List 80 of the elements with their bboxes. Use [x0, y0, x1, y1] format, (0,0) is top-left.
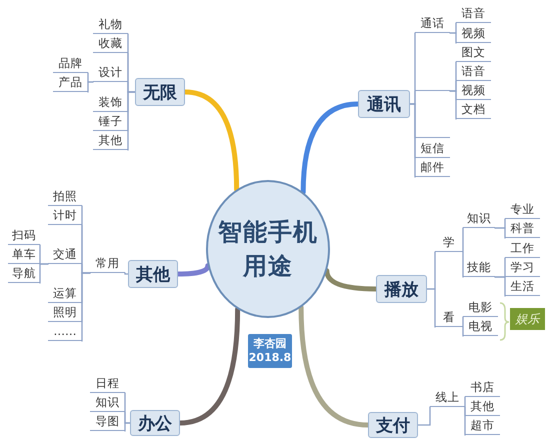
subtopic-label: 语音 [456, 63, 491, 81]
subtopic-label: 文档 [456, 101, 491, 119]
connector-line [462, 251, 464, 278]
author-badge [248, 334, 292, 368]
subtopic-label: 拍照 [48, 188, 82, 206]
branch-topic-box: 无限 [135, 78, 185, 106]
subtopic-label: 计时 [48, 207, 82, 225]
connector-line [462, 316, 464, 328]
subtopic-label: 其他 [93, 132, 128, 150]
branch-topic-box: 办公 [130, 410, 180, 436]
branch-topic-box: 通讯 [358, 90, 410, 118]
subtopic-label: 日程 [90, 375, 125, 393]
connector-line [494, 227, 506, 239]
subtopic-label: 知识 [463, 210, 495, 228]
subtopic-label: 常用 [90, 255, 125, 273]
subtopic-label: 装饰 [93, 94, 128, 112]
subtopic-label: 知识 [90, 394, 125, 412]
connector-line [409, 103, 416, 178]
subtopic-label: 邮件 [415, 159, 450, 177]
branch-topic-box: 其他 [128, 260, 178, 288]
subtopic-label: 收藏 [93, 35, 128, 53]
summary-tag: 娱乐 [510, 308, 545, 330]
subtopic-label: 书店 [465, 379, 500, 397]
connector-line [462, 326, 464, 337]
branch-connector [176, 263, 210, 276]
connector-line [124, 422, 131, 432]
subtopic-label: 看 [435, 309, 463, 327]
central-topic-circle: 智能手机用途 [206, 180, 330, 318]
connector-line [417, 406, 431, 426]
subtopic-label: 礼物 [93, 16, 128, 34]
subtopic-label: 扫码 [8, 227, 40, 245]
branch-connector [182, 90, 240, 192]
subtopic-label: 交通 [48, 246, 82, 264]
author-name: 李杏园 [254, 337, 286, 351]
subtopic-label: …… [48, 323, 82, 341]
connector-line [81, 272, 91, 342]
subtopic-label: 设计 [93, 64, 128, 82]
subtopic-label: 工作 [505, 240, 540, 258]
branch-connector [178, 306, 240, 426]
connector-line [87, 81, 94, 93]
subtopic-label: 视频 [456, 82, 491, 100]
connector-line [127, 91, 136, 151]
subtopic-label: 学习 [505, 259, 540, 277]
branch-connector [298, 304, 370, 428]
connector-line [449, 32, 457, 44]
connector-line [462, 227, 464, 253]
subtopic-label: 照明 [48, 304, 82, 322]
connector-line [494, 276, 506, 297]
subtopic-label: 其他 [465, 398, 500, 416]
subtopic-label: 导图 [90, 413, 125, 431]
connector-line [464, 396, 466, 408]
subtopic-label: 导航 [8, 265, 40, 283]
subtopic-label: 语音 [456, 5, 491, 23]
subtopic-label: 生活 [505, 278, 540, 296]
subtopic-label: 品牌 [53, 55, 88, 73]
branch-topic-box: 支付 [368, 412, 418, 438]
subtopic-label: 单车 [8, 246, 40, 264]
subtopic-label: 电视 [463, 318, 498, 336]
subtopic-label: 学 [435, 234, 463, 252]
subtopic-label: 电影 [463, 299, 498, 317]
branch-connector [324, 268, 378, 292]
subtopic-label: 专业 [505, 201, 540, 219]
subtopic-label: 短信 [415, 140, 450, 158]
subtopic-label: 线上 [430, 389, 465, 407]
subtopic-label: 产品 [53, 74, 88, 92]
connector-line [426, 288, 436, 328]
branch-topic-box: 播放 [376, 275, 427, 303]
subtopic-label: 超市 [465, 417, 500, 435]
subtopic-label: 图文 [456, 44, 491, 62]
connector-line [449, 90, 457, 120]
subtopic-label: 视频 [456, 25, 491, 43]
subtopic-label: 技能 [463, 259, 495, 277]
connector-line [464, 406, 466, 436]
date-text: 2018.8 [248, 351, 292, 365]
subtopic-label: 运算 [48, 285, 82, 303]
subtopic-label: 科普 [505, 220, 540, 238]
branch-connector [300, 102, 360, 195]
subtopic-label: 通话 [415, 15, 450, 33]
subtopic-label: 锤子 [93, 113, 128, 131]
connector-line [39, 263, 49, 284]
